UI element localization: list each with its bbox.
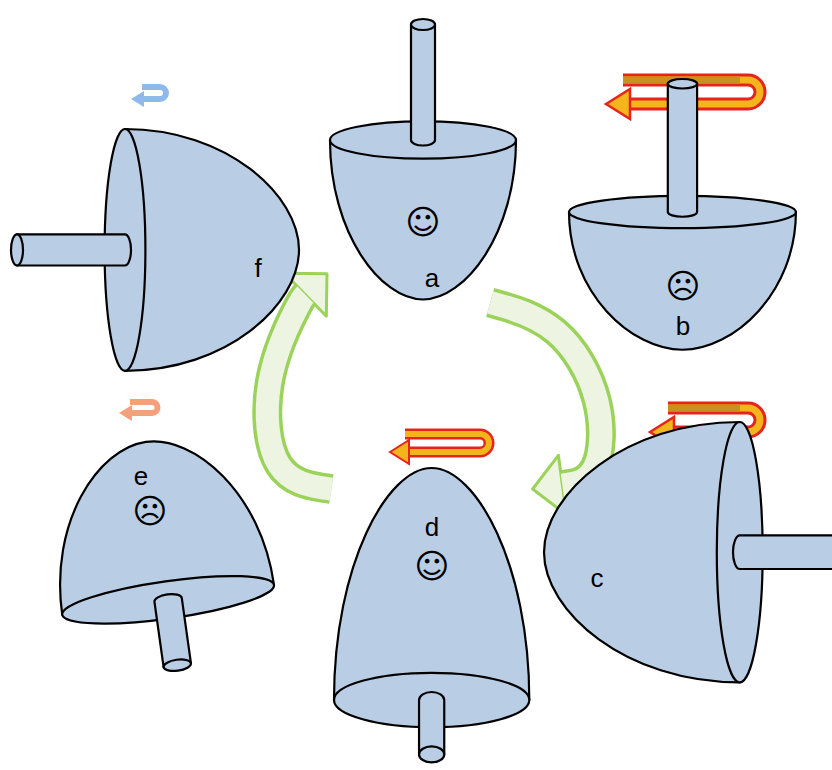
arrow-band <box>490 303 601 486</box>
top-outline <box>331 465 532 765</box>
face-symbol: ☹ <box>132 494 167 528</box>
top-label: d <box>425 514 439 540</box>
arrow-band-fill <box>267 295 331 489</box>
spinning-top: e☹ <box>37 424 287 689</box>
spinning-top: ☺a <box>327 16 519 303</box>
top-outline <box>37 424 287 689</box>
top-label: c <box>591 565 604 591</box>
spinning-top: ☹b <box>566 76 799 353</box>
face-symbol: ☺ <box>414 549 449 583</box>
arrow-band-fill <box>490 303 601 486</box>
face-symbol: ☺ <box>405 205 440 239</box>
spin-arrow <box>131 87 166 107</box>
spinning-top: d☺ <box>331 465 532 765</box>
spinning-top: c <box>541 419 832 685</box>
top-outline <box>327 16 519 303</box>
top-outline <box>8 126 302 374</box>
top-label: a <box>425 265 439 291</box>
top-outline <box>566 76 799 353</box>
spin-arrow <box>390 434 489 464</box>
top-label: b <box>676 313 690 339</box>
face-symbol: ☹ <box>665 269 700 303</box>
top-label: e <box>134 463 148 489</box>
spin-arrow <box>119 402 158 421</box>
top-label: f <box>254 255 261 281</box>
arrow-band <box>267 295 331 489</box>
spinning-top: f <box>8 126 302 374</box>
top-outline <box>541 419 832 685</box>
